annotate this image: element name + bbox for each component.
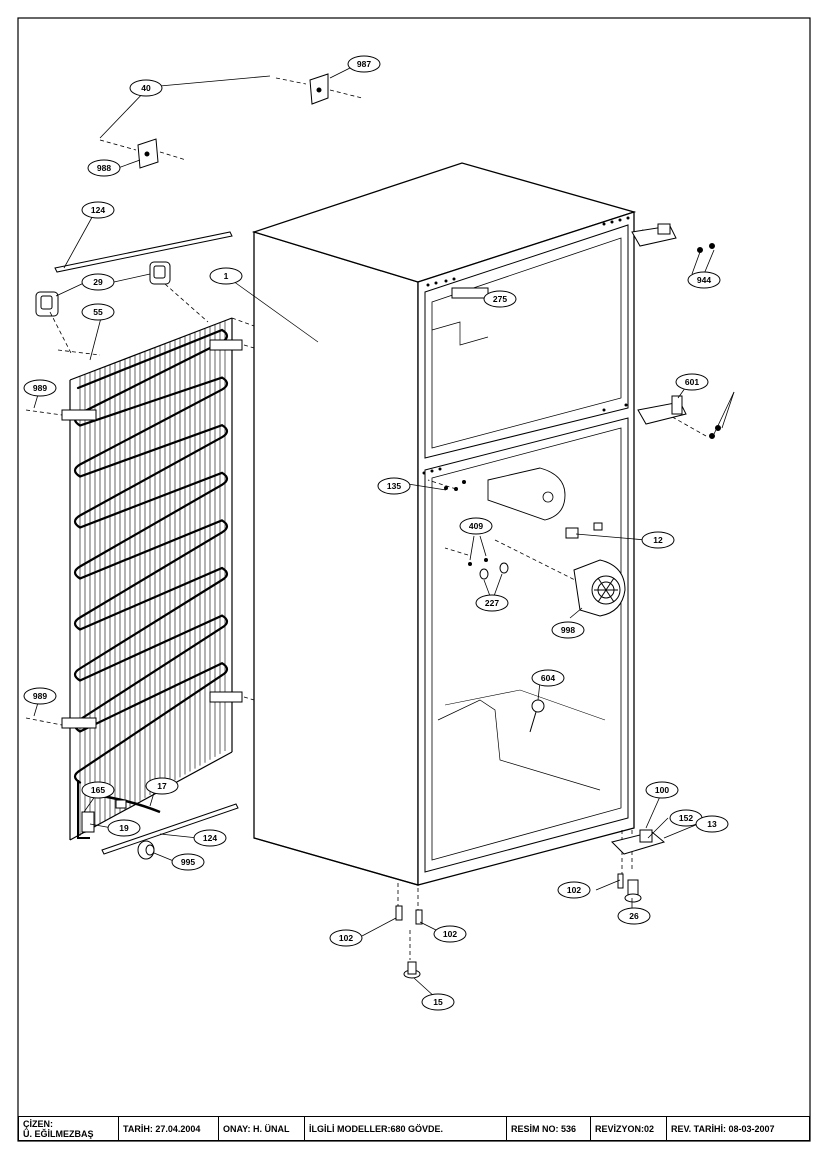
bracket-988 <box>137 138 159 169</box>
callout-text: 1 <box>224 271 229 281</box>
callout-text: 19 <box>119 823 129 833</box>
callout-944: 944 <box>687 271 721 289</box>
lamp-604 <box>529 699 545 733</box>
bracket-987 <box>309 73 329 105</box>
top-holes <box>422 216 630 475</box>
callout-102: 102 <box>557 881 591 899</box>
callout-165: 165 <box>81 781 115 799</box>
callout-text: 102 <box>443 929 457 939</box>
callout-text: 152 <box>679 813 693 823</box>
feet <box>395 873 624 979</box>
revision-cell: REVİZYON:02 <box>591 1117 667 1140</box>
callout-26: 26 <box>617 907 651 925</box>
callout-text: 988 <box>97 163 111 173</box>
callout-text: 227 <box>485 598 499 608</box>
callout-text: 409 <box>469 521 483 531</box>
clip-29 <box>35 261 171 317</box>
middle-hinge <box>637 395 721 439</box>
callout-19: 19 <box>107 819 141 837</box>
callout-text: 26 <box>629 911 639 921</box>
drawn-by-name: Ü. EĞİLMEZBAŞ <box>23 1128 94 1139</box>
callout-text: 989 <box>33 691 47 701</box>
callout-1: 1 <box>209 267 243 285</box>
screws <box>444 480 488 566</box>
callout-988: 988 <box>87 159 121 177</box>
callout-100: 100 <box>645 781 679 799</box>
drawn-by-label: ÇİZEN: <box>23 1118 53 1129</box>
switch-12 <box>565 522 603 539</box>
callout-text: 40 <box>141 83 151 93</box>
callout-17: 17 <box>145 777 179 795</box>
part-995 <box>137 840 155 860</box>
callout-text: 102 <box>339 933 353 943</box>
callout-102: 102 <box>329 929 363 947</box>
callout-601: 601 <box>675 373 709 391</box>
callout-text: 12 <box>653 535 663 545</box>
callout-55: 55 <box>81 303 115 321</box>
callout-29: 29 <box>81 273 115 291</box>
condenser-coil <box>61 317 243 841</box>
callout-604: 604 <box>531 669 565 687</box>
callout-text: 601 <box>685 377 699 387</box>
callout-15: 15 <box>421 993 455 1011</box>
revision-date-cell: REV. TARİHİ: 08-03-2007 <box>671 1123 775 1134</box>
callout-text: 13 <box>707 819 717 829</box>
title-block: ÇİZEN: Ü. EĞİLMEZBAŞ TARİH: 27.04.2004 O… <box>18 1116 810 1141</box>
callout-text: 944 <box>697 275 711 285</box>
callout-text: 135 <box>387 481 401 491</box>
callout-text: 987 <box>357 59 371 69</box>
callout-text: 275 <box>493 294 507 304</box>
cabinet-body <box>225 162 637 886</box>
date-cell: TARİH: 27.04.2004 <box>119 1117 219 1140</box>
callout-text: 604 <box>541 673 555 683</box>
drawn-by-cell: ÇİZEN: Ü. EĞİLMEZBAŞ <box>19 1117 119 1140</box>
callout-text: 102 <box>567 885 581 895</box>
callout-text: 55 <box>93 307 103 317</box>
drawing-number-cell: RESİM NO: 536 <box>507 1117 591 1140</box>
approval-cell: ONAY: H. ÜNAL <box>219 1117 305 1140</box>
fan-998 <box>573 559 626 617</box>
callout-227: 227 <box>475 594 509 612</box>
callout-275: 275 <box>483 290 517 308</box>
callout-998: 998 <box>551 621 585 639</box>
callout-text: 15 <box>433 997 443 1007</box>
callout-text: 17 <box>157 781 167 791</box>
callout-13: 13 <box>695 815 729 833</box>
drawing-frame <box>17 17 811 1142</box>
callout-135: 135 <box>377 477 411 495</box>
strip-124 <box>54 231 239 855</box>
callout-12: 12 <box>641 531 675 549</box>
strip-275 <box>451 287 489 299</box>
models-cell: İLGİLİ MODELLER:680 GÖVDE. <box>305 1117 507 1140</box>
callout-text: 100 <box>655 785 669 795</box>
callout-text: 124 <box>203 833 217 843</box>
bottom-hinge <box>611 829 666 903</box>
callout-40: 40 <box>129 79 163 97</box>
callout-102: 102 <box>433 925 467 943</box>
top-hinge <box>631 223 715 253</box>
callout-text: 989 <box>33 383 47 393</box>
callout-text: 995 <box>181 857 195 867</box>
callout-text: 165 <box>91 785 105 795</box>
callout-995: 995 <box>171 853 205 871</box>
callout-124: 124 <box>81 201 115 219</box>
callout-text: 998 <box>561 625 575 635</box>
callout-987: 987 <box>347 55 381 73</box>
callout-labels: 40 987 988 124 29 1 55 989 275 944 601 135 12 409 227 9… <box>23 55 729 1011</box>
washers-227 <box>479 562 509 580</box>
callout-text: 124 <box>91 205 105 215</box>
callout-989: 989 <box>23 687 57 705</box>
callout-409: 409 <box>459 517 493 535</box>
callout-124: 124 <box>193 829 227 847</box>
callout-989: 989 <box>23 379 57 397</box>
callout-text: 29 <box>93 277 103 287</box>
